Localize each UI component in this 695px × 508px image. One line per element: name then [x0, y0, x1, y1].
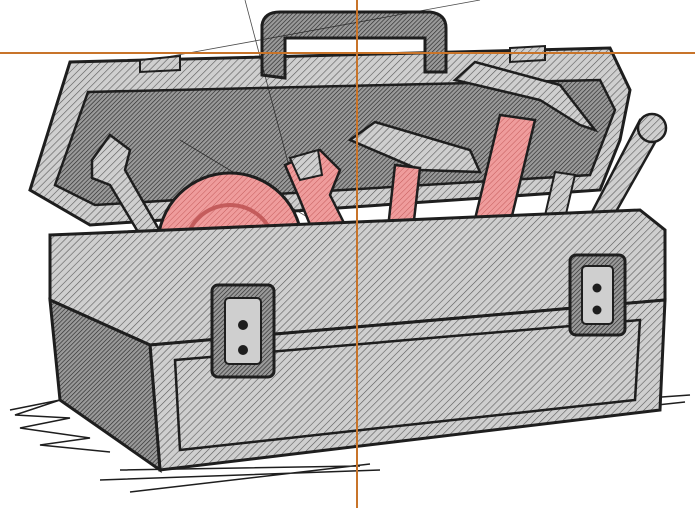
guide-line-horizontal [0, 52, 695, 54]
toolbox-lid [28, 44, 632, 227]
guide-line-vertical [356, 0, 358, 508]
latch-right [568, 253, 627, 337]
toolbox-handle [260, 10, 448, 80]
latch-left [210, 283, 276, 379]
